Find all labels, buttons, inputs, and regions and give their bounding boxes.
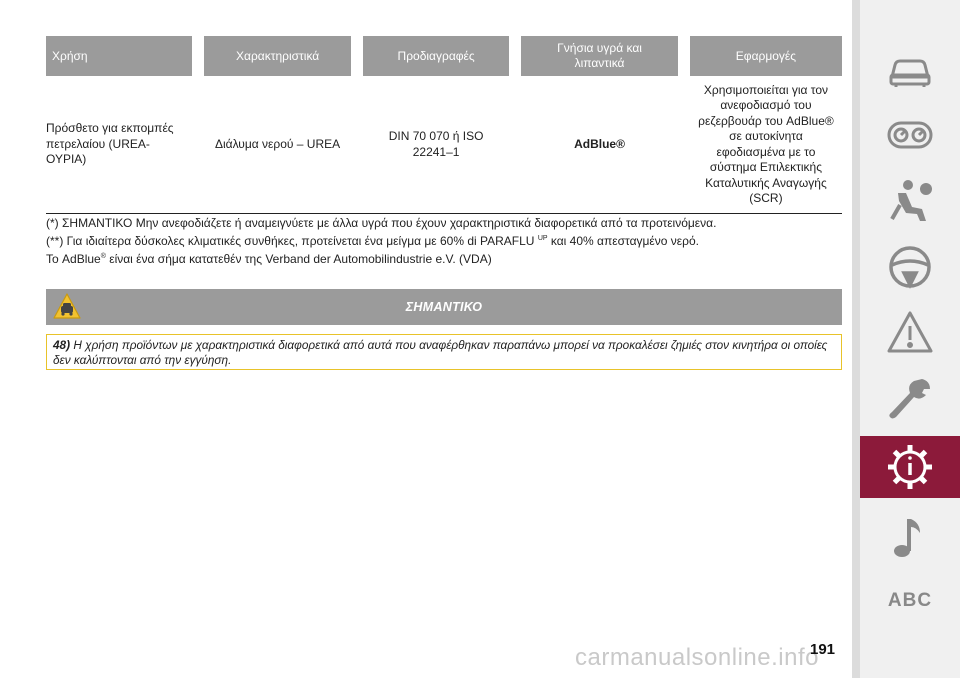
music-note-icon — [894, 519, 920, 557]
dashboard-gauges-icon — [887, 121, 933, 149]
note-number: 48) — [53, 338, 71, 352]
sidebar-item-driving[interactable] — [860, 236, 960, 298]
cell-use: Πρόσθετο για εκπομπές πετρελαίου (UREA- … — [46, 121, 174, 167]
watermark: carmanualsonline.info — [575, 644, 819, 671]
technical-data-gear-icon — [888, 445, 932, 489]
chapter-sidebar: ABC — [852, 0, 960, 678]
important-title: ΣΗΜΑΝΤΙΚΟ — [405, 300, 483, 314]
warning-triangle-icon — [53, 293, 81, 319]
wrench-icon — [889, 379, 930, 419]
sidebar-item-safety[interactable] — [860, 170, 960, 232]
header-specifications: Προδιαγραφές — [363, 36, 510, 76]
header-genuine-fluids: Γνήσια υγρά και λιπαντικά — [521, 36, 679, 76]
table-row: Πρόσθετο για εκπομπές πετρελαίου (UREA- … — [46, 76, 842, 214]
cell-specifications: DIN 70 070 ή ISO 22241–1 — [388, 129, 484, 159]
footnote-2: (**) Για ιδιαίτερα δύσκολες κλιματικές σ… — [46, 234, 699, 248]
car-icon — [889, 59, 931, 87]
important-header: ΣΗΜΑΝΤΙΚΟ — [46, 289, 842, 325]
header-use: Χρήση — [46, 36, 193, 76]
index-label: ABC — [887, 590, 933, 611]
sidebar-item-emergency[interactable] — [860, 302, 960, 364]
sidebar-item-technical-data[interactable] — [860, 436, 960, 498]
cell-applications: Χρησιμοποιείται για τον ανεφοδιασμό του … — [698, 82, 834, 206]
sidebar-item-maintenance[interactable] — [860, 368, 960, 430]
page-number: 191 — [810, 641, 836, 658]
cell-characteristics: Διάλυμα νερού – UREA — [214, 136, 341, 151]
sidebar-item-multimedia[interactable] — [860, 506, 960, 568]
important-text: Η χρήση προϊόντων με χαρακτηριστικά διαφ… — [53, 338, 828, 367]
footnotes: (*) ΣΗΜΑΝΤΙΚΟ Μην ανεφοδιάζετε ή αναμειγ… — [46, 215, 842, 267]
sidebar-item-dashboard[interactable] — [860, 104, 960, 166]
important-note: 48) Η χρήση προϊόντων με χαρακτηριστικά … — [46, 334, 842, 370]
header-characteristics: Χαρακτηριστικά — [204, 36, 352, 76]
footnote-trademark: Το AdBlue® είναι ένα σήμα κατατεθέν της … — [46, 252, 492, 266]
sidebar-item-car[interactable] — [860, 40, 960, 102]
warning-triangle-icon — [887, 311, 933, 353]
table-header-row: Χρήση Χαρακτηριστικά Προδιαγραφές Γνήσια… — [46, 36, 842, 76]
header-applications: Εφαρμογές — [689, 36, 842, 76]
specifications-table: Χρήση Χαρακτηριστικά Προδιαγραφές Γνήσια… — [46, 36, 842, 214]
footnote-1: (*) ΣΗΜΑΝΤΙΚΟ Μην ανεφοδιάζετε ή αναμειγ… — [46, 216, 717, 230]
steering-wheel-icon — [889, 246, 931, 289]
seat-person-airbag-icon — [890, 180, 932, 221]
cell-genuine-fluids: AdBlue® — [574, 136, 625, 151]
sidebar-item-index[interactable]: ABC — [860, 570, 960, 632]
